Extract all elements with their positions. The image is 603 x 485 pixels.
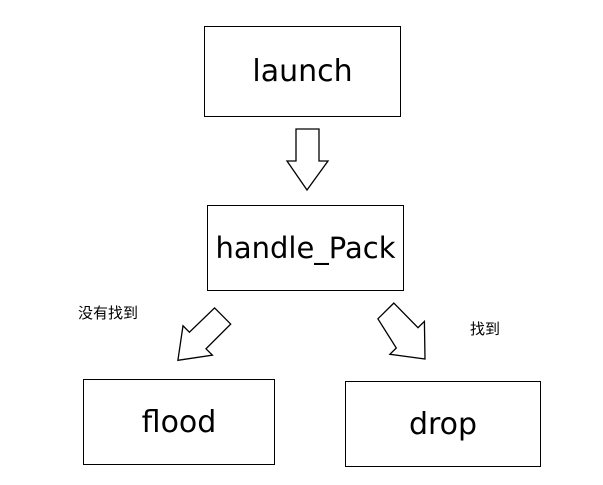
node-handle-pack: handle_Pack xyxy=(207,205,404,291)
node-handle-pack-label: handle_Pack xyxy=(215,231,396,265)
edge-label-not-found: 没有找到 xyxy=(78,304,139,322)
node-flood-label: flood xyxy=(141,404,217,440)
node-drop: drop xyxy=(345,381,541,467)
arrow-launch-to-handle xyxy=(285,128,330,192)
edge-label-found: 找到 xyxy=(470,320,501,338)
node-drop-label: drop xyxy=(408,406,478,442)
node-launch: launch xyxy=(204,26,401,117)
node-flood: flood xyxy=(83,379,275,465)
arrow-handle-to-drop xyxy=(377,302,426,360)
node-launch-label: launch xyxy=(252,54,353,89)
arrow-handle-to-flood xyxy=(177,306,232,362)
